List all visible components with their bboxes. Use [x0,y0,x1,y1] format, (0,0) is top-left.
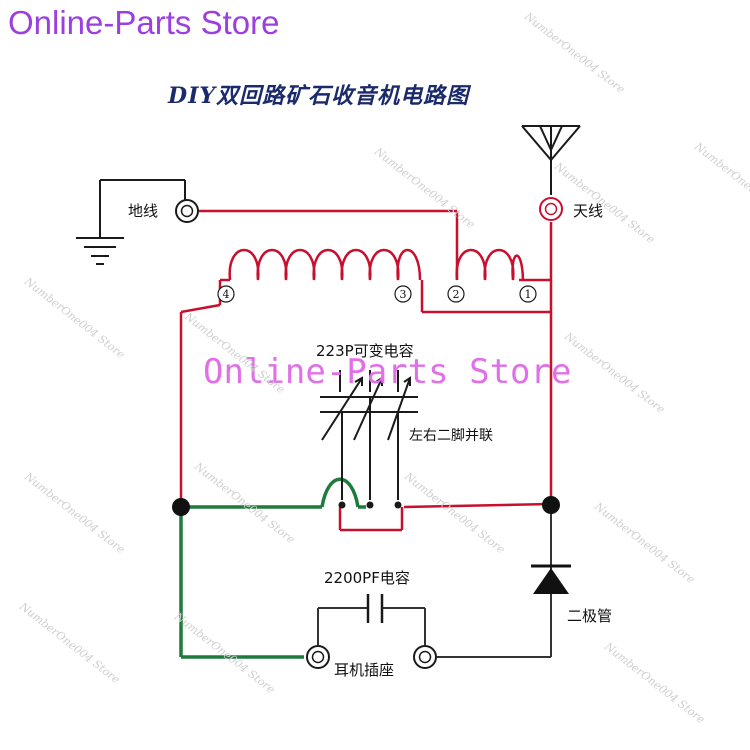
tap-label-2: 2 [453,288,460,301]
coil-small [455,248,525,281]
fixed-capacitor [366,594,384,623]
capacitor-pins [338,501,402,509]
antenna-label: 天线 [573,202,604,220]
diagram-title: DIY双回路矿石收音机电路图 [168,83,470,109]
tap-label-4: 4 [223,288,230,301]
terminals [175,197,563,669]
junction-left [172,498,190,516]
tap-label-3: 3 [400,288,407,301]
diode-icon [531,564,571,594]
ground-icon [76,179,186,265]
antenna-icon [521,125,581,195]
coil-large [228,248,422,281]
store-name: Online-Parts Store [8,4,280,41]
red-wire-top [179,209,553,532]
ground-label: 地线 [128,202,159,220]
junction-right [542,496,560,514]
coil-taps [217,285,537,303]
center-watermark: Online-Parts Store [203,352,572,392]
variable-capacitor [320,370,418,500]
fixed-capacitor-label: 2200PF电容 [324,569,410,587]
variable-capacitor-label: 223P可变电容 [316,342,414,360]
diode-label: 二极管 [567,607,613,625]
earphone-jack-label: 耳机插座 [334,661,395,679]
tap-label-1: 1 [525,288,532,301]
coil-tap-labels: 4 3 2 1 [223,288,532,301]
green-wire [179,477,366,659]
parallel-note-label: 左右二脚并联 [409,428,493,444]
